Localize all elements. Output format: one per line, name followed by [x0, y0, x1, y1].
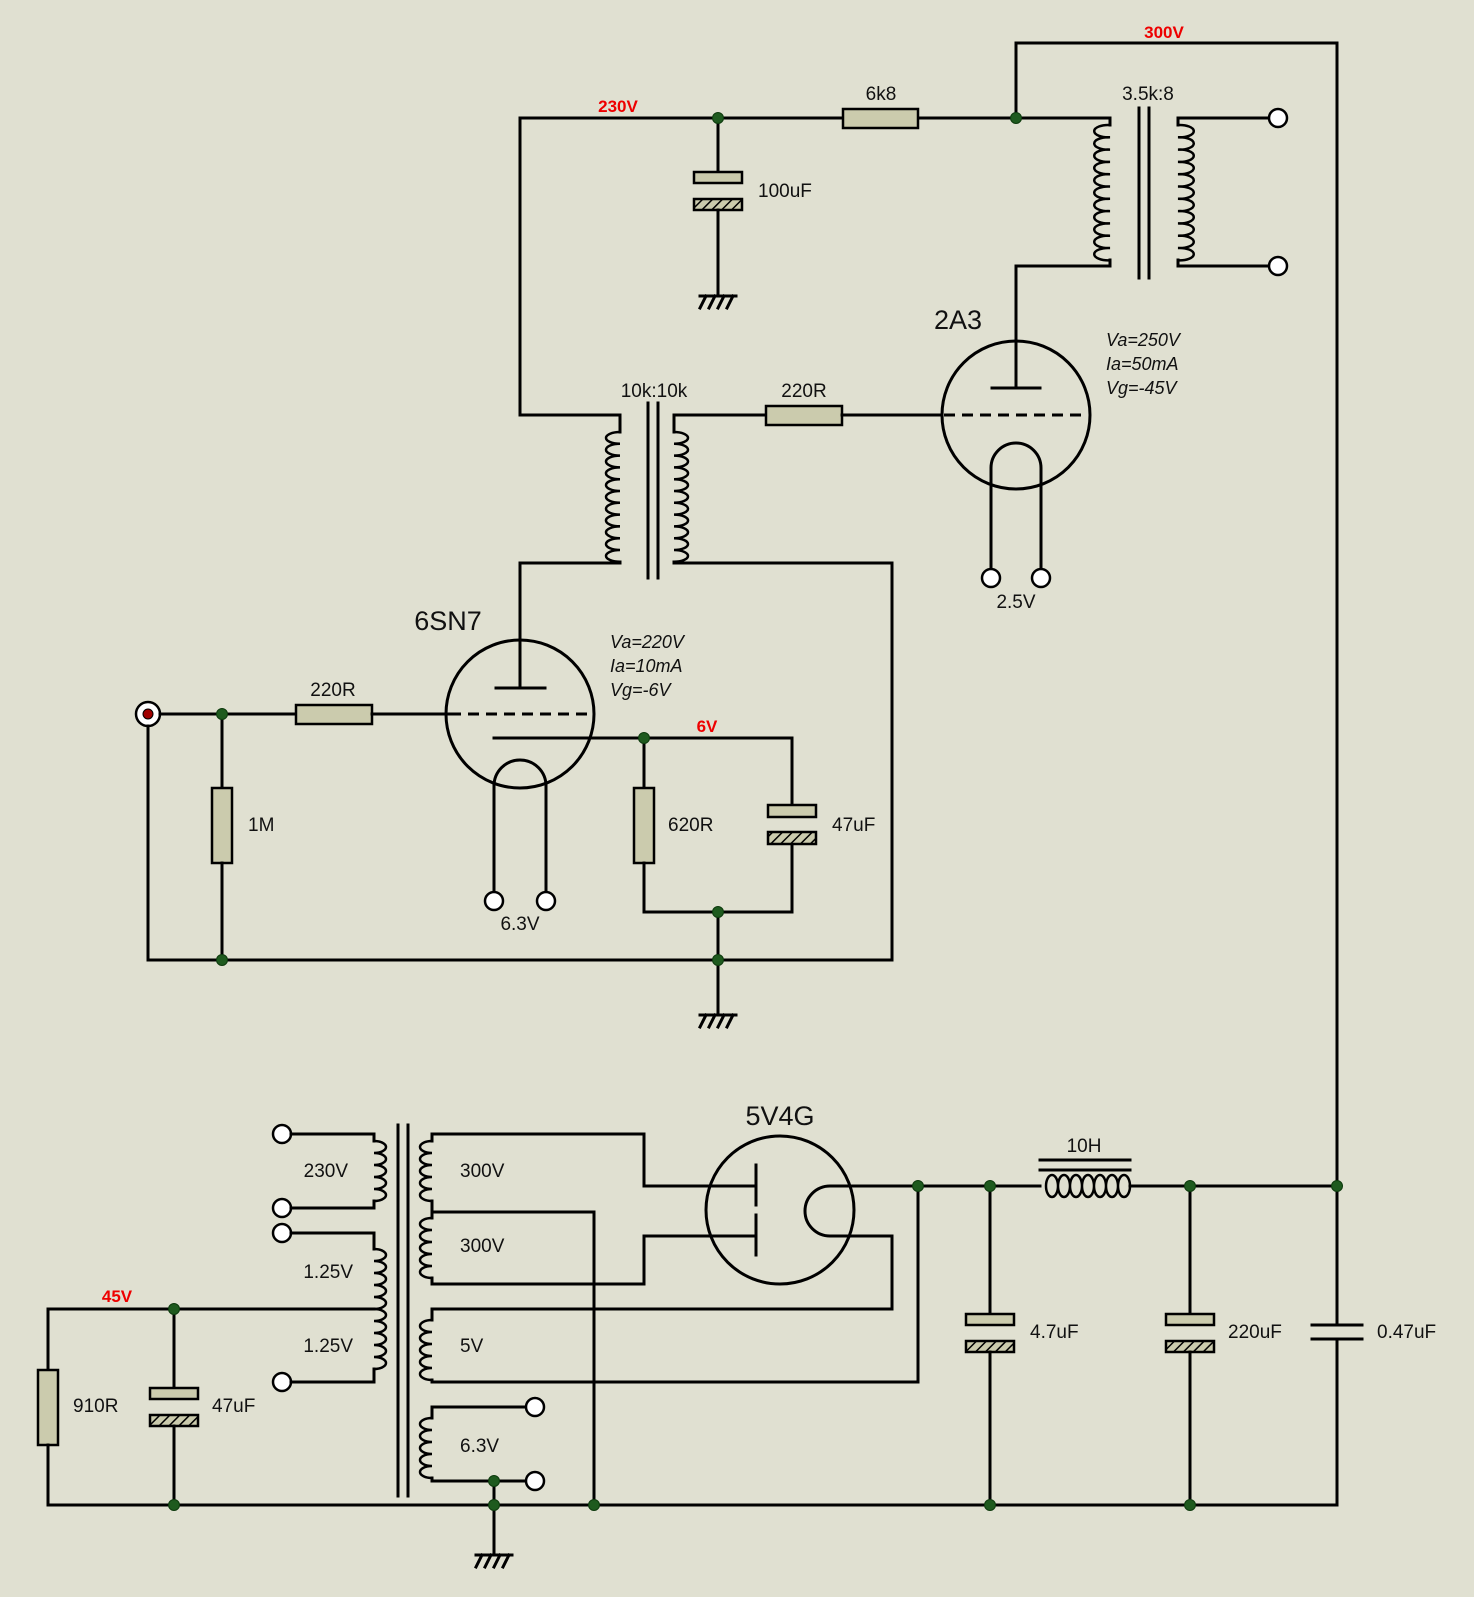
choke-label: 10H: [1067, 1136, 1102, 1157]
pt-primary-label: 230V: [304, 1161, 349, 1182]
resistor-220r-out-label: 220R: [781, 381, 826, 402]
ground-icon: [698, 1013, 738, 1029]
resistor-620r: [632, 786, 656, 865]
cap-220uf-top: [1164, 1312, 1216, 1327]
tube-2a3-heater: 2.5V: [996, 592, 1035, 613]
rail-300v-label: 300V: [1144, 23, 1184, 42]
cap-100uf-label: 100uF: [758, 181, 812, 202]
junction: [488, 1499, 500, 1511]
interstage-transformer: 10k:10k: [518, 381, 894, 962]
cap-47uf-k-bottom: [766, 830, 818, 846]
cap-47uf-bias-label: 47uF: [212, 1396, 255, 1417]
cap-47uf-k-label: 47uF: [832, 815, 875, 836]
resistor-220r-out: [764, 404, 844, 427]
junction: [712, 906, 724, 918]
pt-rect-heater-label: 5V: [460, 1336, 484, 1357]
tube-5v4g-name: 5V4G: [745, 1101, 814, 1131]
junction: [638, 732, 650, 744]
cap-0-47uf-label: 0.47uF: [1377, 1322, 1436, 1343]
resistor-1m: [210, 786, 234, 865]
junction: [488, 1475, 500, 1487]
resistor-910r: [36, 1368, 60, 1447]
pt-bias1-label: 1.25V: [303, 1262, 353, 1283]
tube-6sn7-op-va: Va=220V: [610, 632, 686, 652]
cap-220uf-label: 220uF: [1228, 1322, 1282, 1343]
speaker-terminal-top: [1267, 107, 1289, 129]
cap-100uf-top: [692, 170, 744, 185]
rail-45v-label: 45V: [102, 1287, 133, 1306]
junction: [216, 708, 228, 720]
opt-primary-top: [1014, 116, 1112, 127]
cap-100uf-bottom: [692, 197, 744, 212]
resistor-620r-label: 620R: [668, 815, 713, 836]
power-supply: 230V 1.25V 1.25V 300V 300V 5V 6.3V 5V4G …: [36, 1101, 1436, 1569]
resistor-1m-label: 1M: [248, 815, 274, 836]
tube-6sn7-op-ia: Ia=10mA: [610, 656, 683, 676]
b230-wire-left: [518, 116, 845, 417]
tube-2a3: 2A3 2.5V Va=250V Ia=50mA Vg=-45V: [934, 305, 1182, 613]
junction: [168, 1303, 180, 1315]
cap-47uf-bias-top: [148, 1386, 200, 1401]
pt-heater-label: 6.3V: [460, 1436, 499, 1457]
tube-6sn7: 6SN7 6.3V Va=220V Ia=10mA Vg=-6V: [414, 606, 686, 935]
cap-4-7uf-label: 4.7uF: [1030, 1322, 1079, 1343]
tube-5v4g: 5V4G: [704, 1101, 857, 1286]
junction: [1010, 112, 1022, 124]
rail-6v-label: 6V: [697, 717, 718, 736]
resistor-6k8: [841, 107, 920, 130]
driver-stage: 220R 1M 6SN7 6.3V Va=220V Ia=10mA Vg=-6V: [134, 606, 894, 1029]
cap-220uf-bottom: [1164, 1339, 1216, 1354]
output-stage: 6k8 100uF 3.5k:8: [518, 23, 1339, 1188]
cap-4-7uf-bottom: [964, 1339, 1016, 1354]
junction: [216, 954, 228, 966]
interstage-transformer-label: 10k:10k: [621, 381, 688, 402]
cap-47uf-k-top: [766, 803, 818, 819]
junction: [1184, 1180, 1196, 1192]
pt-hv1-label: 300V: [460, 1161, 505, 1182]
resistor-6k8-label: 6k8: [866, 84, 897, 105]
junction: [984, 1499, 996, 1511]
tube-2a3-op-va: Va=250V: [1106, 330, 1182, 350]
speaker-terminal-bottom: [1267, 255, 1289, 277]
pt-bias2-label: 1.25V: [303, 1336, 353, 1357]
choke-10h: 10H: [1038, 1136, 1132, 1199]
b300-wire: [1014, 41, 1339, 1188]
junction: [1184, 1499, 1196, 1511]
ground-icon: [474, 1553, 514, 1569]
junction: [712, 112, 724, 124]
junction: [912, 1180, 924, 1192]
junction: [588, 1499, 600, 1511]
tube-2a3-op-ia: Ia=50mA: [1106, 354, 1179, 374]
resistor-220r-in-label: 220R: [310, 680, 355, 701]
junction: [712, 954, 724, 966]
resistor-910r-label: 910R: [73, 1396, 118, 1417]
junction: [1331, 1180, 1343, 1192]
ground-icon: [698, 294, 738, 310]
junction: [168, 1499, 180, 1511]
tube-2a3-name: 2A3: [934, 305, 982, 335]
pt-hv2-label: 300V: [460, 1236, 505, 1257]
tube-6sn7-op-vg: Vg=-6V: [610, 680, 673, 700]
output-transformer: 3.5k:8: [1093, 84, 1289, 280]
junction: [984, 1180, 996, 1192]
cap-47uf-bias-bottom: [148, 1413, 200, 1428]
cap-4-7uf-top: [964, 1312, 1016, 1327]
tube-6sn7-name: 6SN7: [414, 606, 482, 636]
tube-2a3-op-vg: Vg=-45V: [1106, 378, 1179, 398]
rail-230v-label: 230V: [598, 97, 638, 116]
resistor-220r-in: [294, 703, 374, 726]
tube-6sn7-heater: 6.3V: [500, 914, 539, 935]
output-transformer-label: 3.5k:8: [1122, 84, 1174, 105]
